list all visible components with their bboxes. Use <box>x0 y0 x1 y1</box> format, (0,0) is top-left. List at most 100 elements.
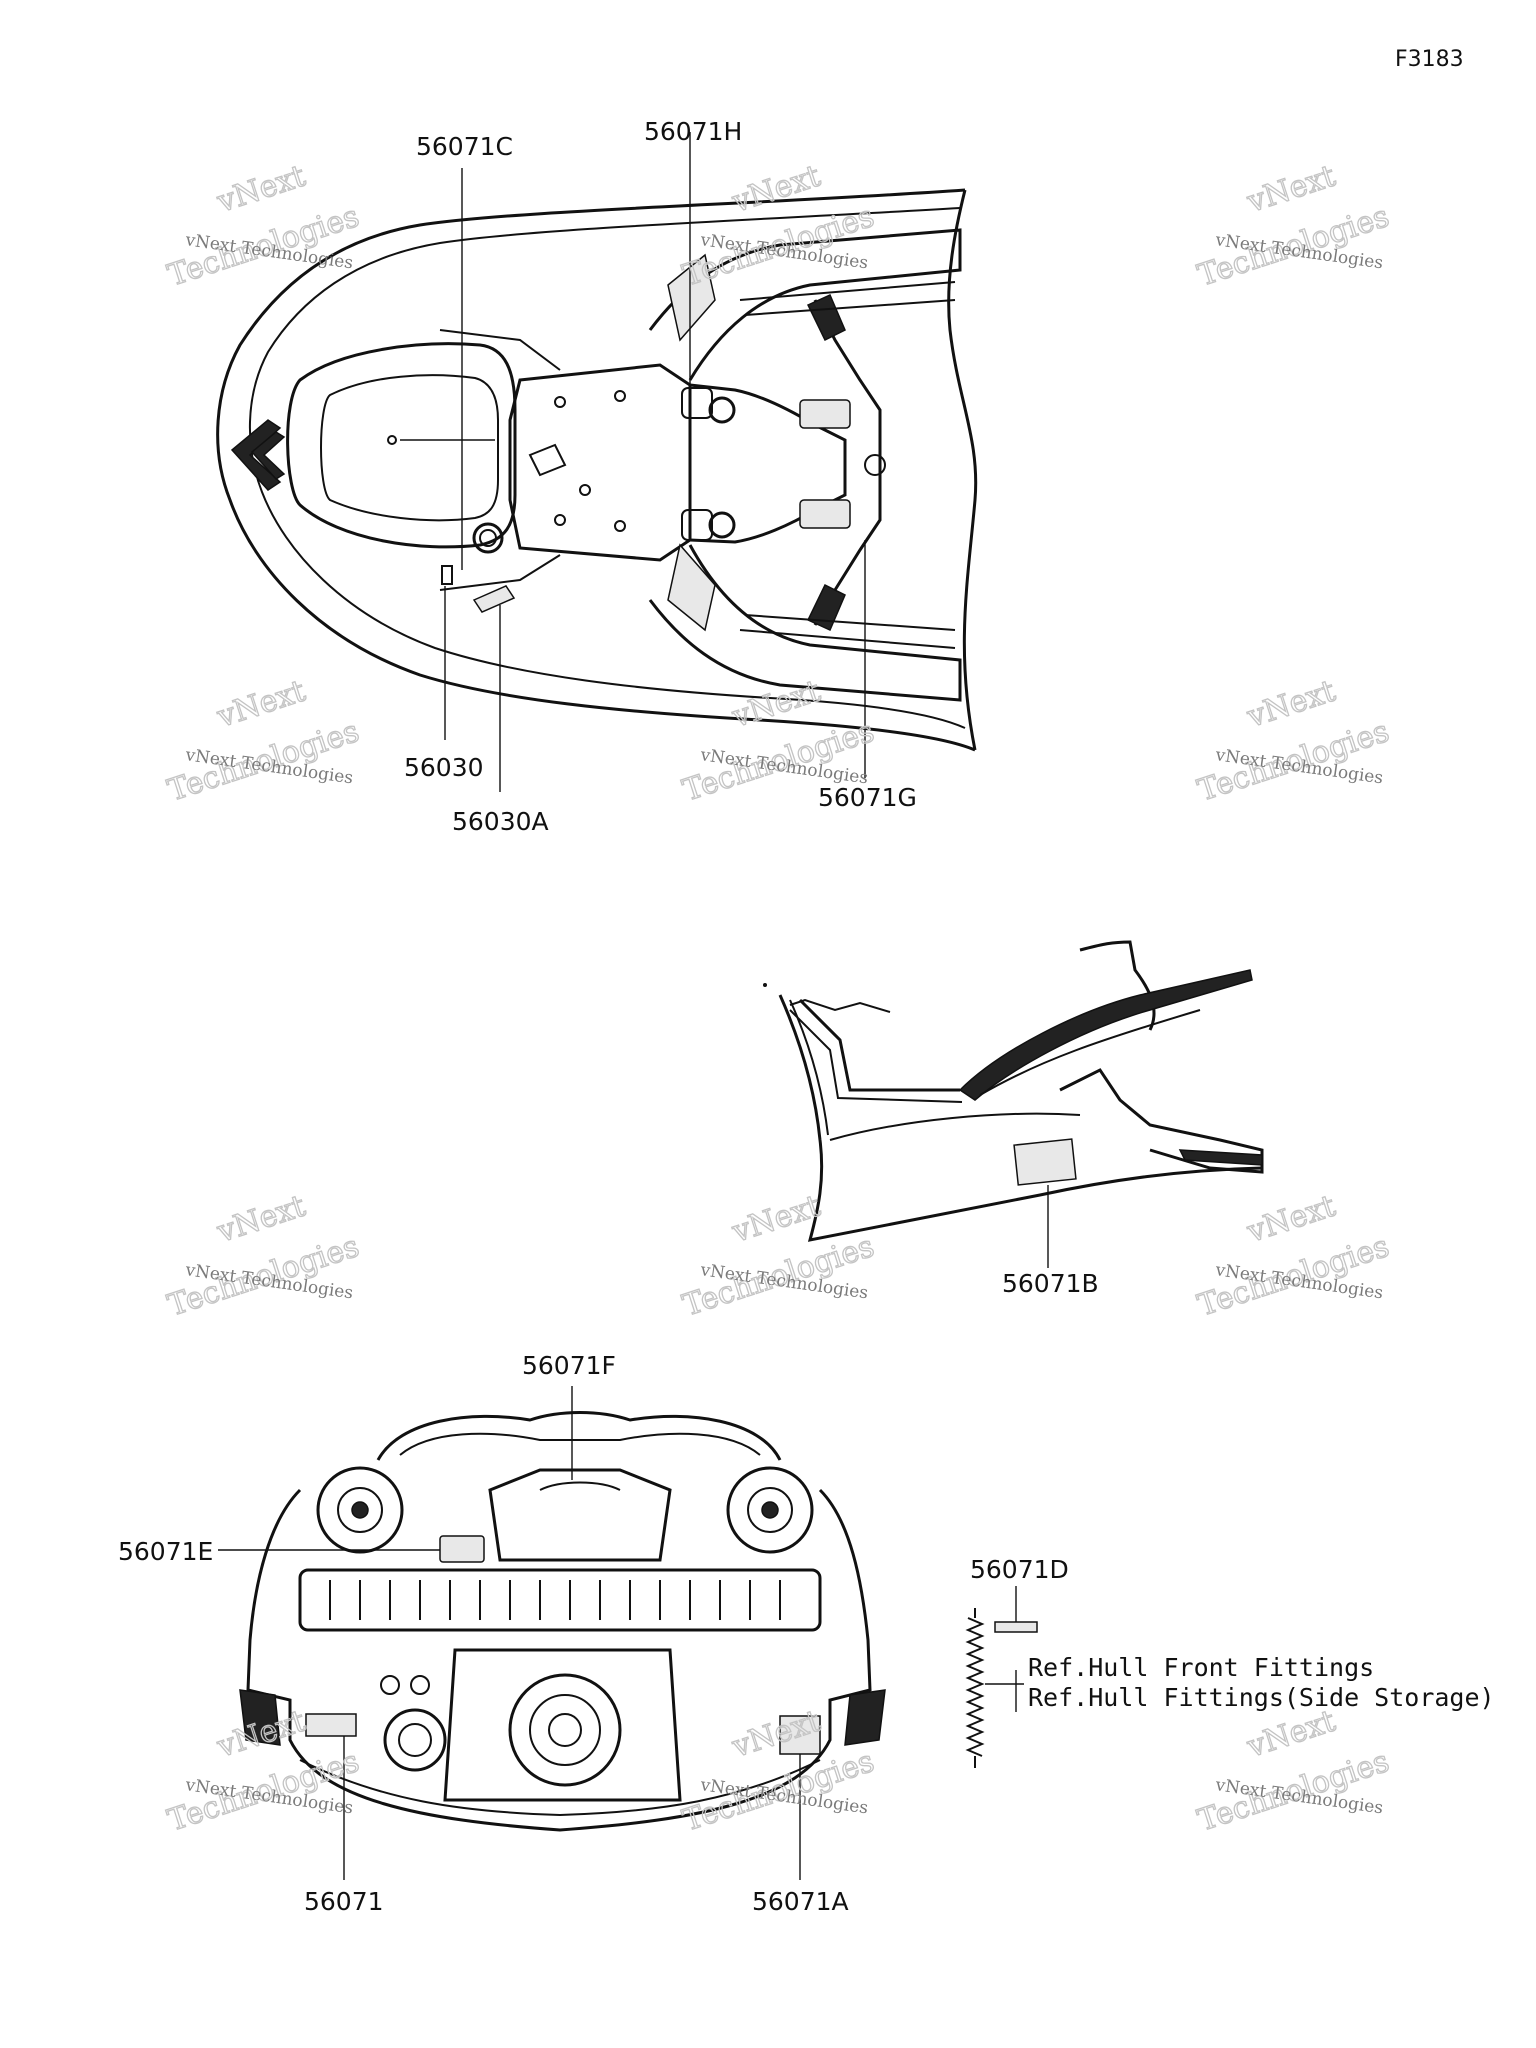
wm-vnext: vNext <box>1242 1704 1339 1765</box>
callout-56071G: 56071G <box>818 783 917 812</box>
bolt-rear-1 <box>380 1675 400 1695</box>
bolt-2 <box>614 390 626 402</box>
fuel-cap-inner <box>479 529 497 547</box>
spring-part <box>965 1608 1024 1768</box>
side-seat-top <box>958 969 1253 1101</box>
bolt-4 <box>614 520 626 532</box>
callout-56071B: 56071B <box>1002 1269 1099 1298</box>
top-view-leaders <box>444 132 866 792</box>
speaker-left-inner <box>337 1487 383 1533</box>
side-panel-inner <box>789 1009 963 1103</box>
cup-holder-1 <box>681 387 713 419</box>
rear-view-hull <box>239 1411 886 1832</box>
callout-56071C: 56071C <box>416 132 513 161</box>
jet-nozzle-core <box>548 1713 582 1747</box>
tread-line-3 <box>744 614 956 631</box>
callout-56071H: 56071H <box>644 117 742 146</box>
rear-grille <box>298 1568 822 1632</box>
speaker-left <box>316 1466 404 1554</box>
bolt-rear-2 <box>410 1675 430 1695</box>
grip-right <box>806 583 846 631</box>
round-bin-2 <box>708 511 736 539</box>
jet-housing <box>443 1648 682 1802</box>
wm-vnext: vNext <box>727 159 824 220</box>
rear-cap <box>383 1708 447 1772</box>
seat-stitch <box>979 1009 1201 1096</box>
label-56071A-shape <box>779 1715 821 1755</box>
console-bottom <box>799 499 851 529</box>
callout-56071F: 56071F <box>522 1351 616 1380</box>
watermark-r1c1: vNext Technologies vNext Technologies <box>163 158 364 294</box>
fuel-cap <box>472 522 504 554</box>
tread-line-4 <box>739 629 956 649</box>
watermark-r3c1: vNext Technologies vNext Technologies <box>163 1188 364 1324</box>
label-56030-shape <box>441 565 453 585</box>
console-arc <box>539 1481 621 1491</box>
bolt-1 <box>554 396 566 408</box>
front-hatch-inner <box>320 374 499 522</box>
side-dot <box>763 983 767 987</box>
figure-code: F3183 <box>1395 47 1464 72</box>
nose-chevron-outer <box>230 419 282 491</box>
watermark-r2c3: vNext Technologies vNext Technologies <box>1193 673 1394 809</box>
side-seat <box>1079 940 1156 1031</box>
center-deck-panel <box>508 363 692 562</box>
wm-vnext: vNext <box>212 159 309 220</box>
footwell-lower <box>648 544 962 702</box>
rear-step <box>1178 1149 1263 1166</box>
watermarks: vNext Technologies vNext Technologies vN… <box>163 158 1394 1839</box>
label-56071-shape <box>305 1713 357 1737</box>
callout-56071A: 56071A <box>752 1887 849 1916</box>
deck-line-1 <box>439 329 561 371</box>
tread-line-2 <box>744 299 956 316</box>
grille-slats <box>329 1580 781 1620</box>
watermark-r1c3: vNext Technologies vNext Technologies <box>1193 158 1394 294</box>
wm-vnext: vNext <box>1242 1189 1339 1250</box>
wm-vnext: vNext <box>212 674 309 735</box>
jet-nozzle-inner <box>529 1694 601 1766</box>
watermark-r3c2: vNext Technologies vNext Technologies <box>678 1188 879 1324</box>
bolt-3 <box>554 514 566 526</box>
top-view-deck <box>216 188 978 752</box>
watermark-r2c1: vNext Technologies vNext Technologies <box>163 673 364 809</box>
hull-edge-right <box>947 189 978 751</box>
ref-hull-front-fittings: Ref.Hull Front Fittings <box>1028 1653 1374 1682</box>
wm-vnext: vNext <box>1242 674 1339 735</box>
hull-outline-top <box>216 188 976 752</box>
speaker-right <box>726 1466 814 1554</box>
spring-coil <box>965 1617 985 1757</box>
jet-nozzle <box>508 1673 622 1787</box>
rear-step-right <box>844 1689 886 1746</box>
side-hull-inner <box>789 999 829 1136</box>
wm-vnext: vNext <box>1242 159 1339 220</box>
watermark-r1c2: vNext Technologies vNext Technologies <box>678 158 879 294</box>
bolt-5 <box>579 484 591 496</box>
rear-seat-inner <box>399 1432 761 1456</box>
side-view-hull <box>763 940 1264 1242</box>
callout-56030A: 56030A <box>452 807 549 836</box>
deck-line-2 <box>439 554 561 591</box>
rear-body-outline <box>246 1488 872 1832</box>
side-hull-outline <box>778 994 1263 1242</box>
label-56030A-shape <box>472 585 516 613</box>
ref-hull-fittings-side-storage: Ref.Hull Fittings(Side Storage) <box>1028 1683 1495 1712</box>
hatch-pin <box>387 435 397 445</box>
rear-center-console <box>488 1468 672 1562</box>
hull-bottom <box>299 1759 821 1817</box>
rear-cap-inner <box>398 1723 432 1757</box>
deck-detail <box>528 443 567 477</box>
cup-holder-2 <box>681 509 713 541</box>
speaker-left-core <box>351 1501 369 1519</box>
label-56071D-shape <box>994 1621 1038 1633</box>
label-56071B-shape <box>1013 1138 1077 1186</box>
watermark-r4c3: vNext Technologies vNext Technologies <box>1193 1703 1394 1839</box>
steering-hub <box>864 454 886 476</box>
side-top-edge <box>789 998 891 1013</box>
label-56071E-shape <box>439 1535 485 1563</box>
wm-vnext: vNext <box>212 1189 309 1250</box>
callout-56071: 56071 <box>304 1887 384 1916</box>
mirror-lower <box>667 543 716 632</box>
watermark-r3c3: vNext Technologies vNext Technologies <box>1193 1188 1394 1324</box>
seat-area <box>689 383 847 544</box>
